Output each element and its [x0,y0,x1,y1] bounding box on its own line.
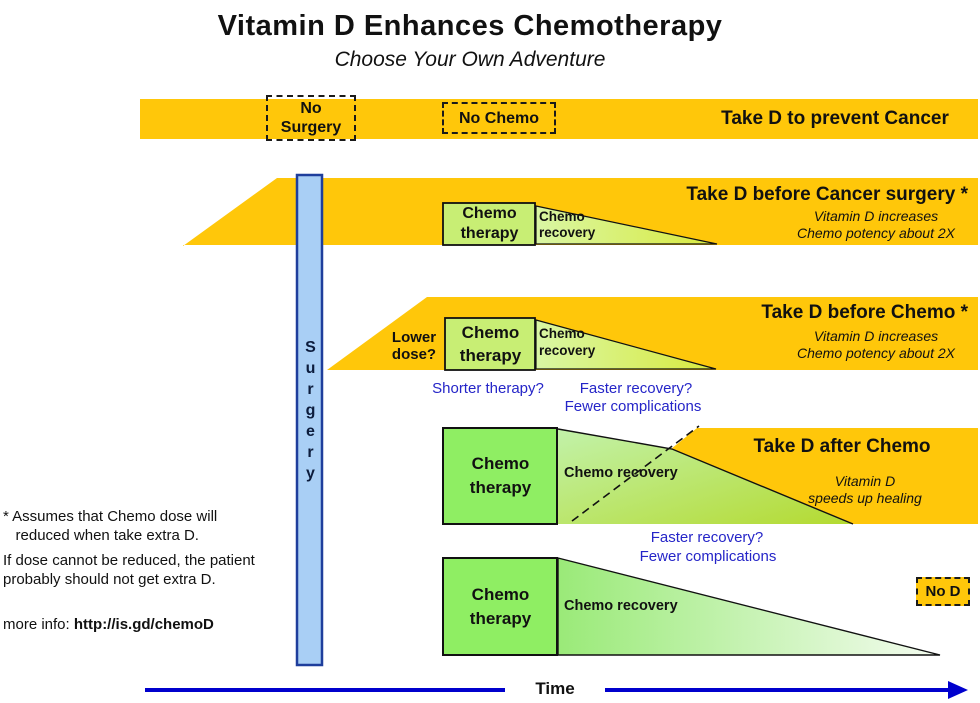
footnote-caution: If dose cannot be reduced, the patient p… [3,552,255,588]
chemo-therapy-label-no-d: Chemo therapy [469,584,532,628]
band-before-surgery [183,178,978,246]
shorter-therapy-question: Shorter therapy? [432,380,544,397]
chemo-recovery-label-before-chemo: Chemo recovery [539,326,596,358]
before-chemo-note: Vitamin D increases Chemo potency about … [797,328,955,361]
more-info-url: http://is.gd/chemoD [73,616,214,633]
no-d-option-box: No D [916,577,970,606]
fewer-complications-note-before-chemo: Fewer complications [564,398,702,415]
band-prevent-cancer [140,99,978,139]
band-after-chemo [671,428,978,524]
faster-recovery-dashed-line [571,425,700,522]
more-info-line: more info: http://is.gd/chemoD [3,615,214,634]
faster-recovery-question-after-chemo: Faster recovery? [650,529,764,546]
faster-recovery-question-before-chemo: Faster recovery? [579,380,693,397]
chemo-therapy-label-after-chemo: Chemo therapy [469,454,532,497]
chemo-recovery-label-no-d: Chemo recovery [564,598,678,614]
after-chemo-heading: Take D after Chemo [753,436,931,457]
recovery-triangle-before-surgery [535,205,718,245]
chemo-therapy-box-before-chemo [444,317,536,371]
surgery-bar [295,173,324,667]
after-chemo-note: Vitamin D speeds up healing [808,473,922,506]
more-info-prefix: more info: [3,616,74,633]
surgery-bar-label: Surgery [302,339,319,486]
before-surgery-note: Vitamin D increases Chemo potency about … [797,208,955,241]
chemo-recovery-label-after-chemo: Chemo recovery [564,465,678,481]
page-subtitle: Choose Your Own Adventure [334,48,606,71]
time-arrowhead-icon [948,681,968,699]
before-chemo-heading: Take D before Chemo * [761,302,968,323]
prevent-cancer-label: Take D to prevent Cancer [721,108,949,129]
chemo-therapy-box-after-chemo [442,427,558,525]
fewer-complications-note-after-chemo: Fewer complications [639,548,777,565]
chemo-therapy-box-no-d [442,557,558,656]
recovery-region-after-chemo [558,429,853,524]
recovery-triangle-before-chemo [535,319,717,370]
no-surgery-option-box: No Surgery [266,95,356,141]
chemo-therapy-label-before-surgery: Chemo therapy [460,205,519,242]
chemo-therapy-box-before-surgery [442,202,536,246]
chemo-recovery-label-before-surgery: Chemo recovery [539,209,596,240]
time-axis-label: Time [505,679,605,699]
before-surgery-heading: Take D before Cancer surgery * [686,184,968,205]
footnote-assumption: * Assumes that Chemo dose will reduced w… [3,508,218,544]
lower-dose-question: Lower dose? [391,329,437,363]
no-chemo-option-box: No Chemo [442,102,556,134]
chemo-therapy-label-before-chemo: Chemo therapy [459,323,522,365]
recovery-slope-line-after-chemo [557,428,854,525]
page-title: Vitamin D Enhances Chemotherapy [217,10,723,42]
